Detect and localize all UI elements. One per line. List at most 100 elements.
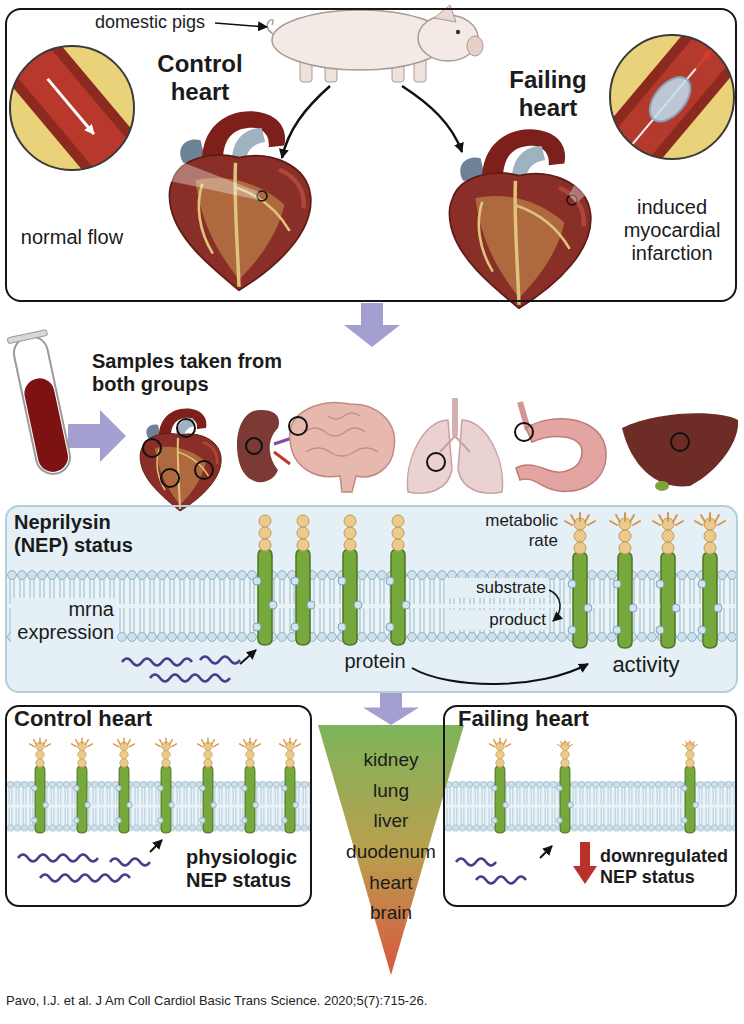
nep-protein: [492, 742, 509, 833]
nep-protein: [200, 742, 217, 833]
blood-tube: [22, 376, 71, 475]
nep-protein: [280, 738, 301, 746]
control-heart-figure: [169, 111, 310, 290]
artery-occluded: [588, 10, 744, 189]
mrna-strand: [200, 657, 240, 664]
connector-shaft: [380, 693, 402, 708]
organ-brain: [306, 448, 378, 456]
connector-head: [363, 707, 419, 725]
leader-arrow: [215, 23, 267, 27]
nep-activity: [653, 513, 683, 525]
section-label: Samples taken from both groups: [92, 350, 317, 396]
organ-heart: [140, 409, 221, 511]
organ-liver: [622, 413, 738, 486]
mrna-strand: [456, 859, 526, 884]
nep-activity: [565, 513, 725, 648]
nep-protein: [156, 738, 177, 746]
artery-normal: [48, 79, 94, 134]
nep-activity: [613, 518, 637, 648]
organ-rank: kidney: [311, 749, 471, 771]
organ-rank: duodenum: [311, 841, 471, 863]
organ-brain: [290, 403, 395, 492]
group-heading: Failing heart: [488, 66, 608, 121]
pig-figure: [456, 30, 460, 34]
part-label: product: [447, 610, 549, 630]
organ-rank: liver: [311, 810, 471, 832]
result-box: Control heartphysiologic NEP status: [5, 705, 312, 907]
pig-figure: [267, 20, 273, 34]
arrow: [540, 846, 552, 858]
nep-protein: [490, 738, 511, 746]
split-arrow: [402, 86, 462, 152]
organ-kidney: [237, 410, 279, 482]
nep-panel: Neprilysin (NEP) statusmetabolic ratesub…: [5, 505, 738, 693]
nep-protein: [682, 742, 699, 833]
nep-protein: [30, 738, 51, 746]
nep-activity: [656, 518, 680, 648]
blood-tube: [11, 333, 73, 477]
nep-activity: [610, 513, 640, 525]
part-label: substrate: [447, 578, 549, 598]
organ-rank: brain: [311, 902, 471, 924]
organ-stomach: [515, 423, 533, 441]
status-label: physiologic NEP status: [186, 846, 308, 892]
organ-lung: [440, 436, 470, 452]
down-arrow: [573, 842, 597, 884]
nep-protein: [30, 738, 301, 833]
nep-protein: [557, 742, 574, 833]
organ-lung: [407, 398, 502, 493]
result-box: Failing heartdownregulated NEP status: [443, 705, 737, 907]
panel-ground: [6, 506, 737, 692]
mrna-strand: [122, 659, 192, 666]
organ-stomach: [515, 402, 606, 491]
organ-liver: [622, 413, 738, 491]
nep-protein: [282, 742, 299, 833]
ranking-triangle: kidneylungliverduodenumheartbrain: [318, 725, 464, 975]
sample-spots: [177, 419, 195, 437]
citation-caption: Pavo, I.J. et al. J Am Coll Cardiol Basi…: [6, 994, 726, 1009]
nep-protein: [253, 515, 277, 645]
sample-spots: [143, 419, 213, 487]
organ-brain: [305, 428, 365, 436]
arrow: [549, 590, 560, 621]
part-label: protein: [330, 650, 420, 673]
nep-activity: [695, 513, 725, 525]
nep-protein: [558, 741, 573, 747]
sample-spots: [143, 439, 161, 457]
nep-protein: [490, 738, 699, 833]
status-label: downregulated NEP status: [600, 846, 734, 887]
nep-activity: [698, 518, 722, 648]
mrna-strand: [122, 657, 240, 682]
split-arrow: [282, 86, 330, 158]
part-label: mrna expression: [11, 598, 117, 644]
nep-protein: [242, 742, 259, 833]
mrna-strand: [18, 855, 98, 862]
artery-occluded: [642, 70, 698, 129]
arrow: [150, 840, 162, 852]
pig-figure: [418, 15, 478, 61]
panel-heading: Neprilysin (NEP) status: [14, 511, 154, 557]
nep-protein: [683, 741, 698, 747]
organ-lung: [407, 420, 452, 493]
mrna-strand: [40, 875, 130, 882]
organ-rank: lung: [311, 780, 471, 802]
nep-protein: [116, 742, 133, 833]
artery-occluded: [595, 16, 744, 182]
organ-liver: [671, 433, 689, 451]
nep-protein: [291, 515, 315, 645]
organ-brain: [328, 413, 360, 419]
blood-tube: [7, 330, 47, 344]
nep-protein: [114, 738, 135, 746]
mrna-strand: [456, 859, 496, 866]
blood-tube: [7, 330, 76, 478]
mrna-strand: [476, 877, 526, 884]
sample-spots: [195, 461, 213, 479]
organ-kidney: [237, 410, 292, 482]
nep-protein: [74, 742, 91, 833]
organ-lung: [458, 420, 503, 493]
pig-figure: [267, 5, 483, 82]
organ-liver: [655, 481, 669, 491]
magnifier-circle: induced myocardial infarction: [609, 34, 735, 160]
nep-protein: [253, 515, 410, 645]
